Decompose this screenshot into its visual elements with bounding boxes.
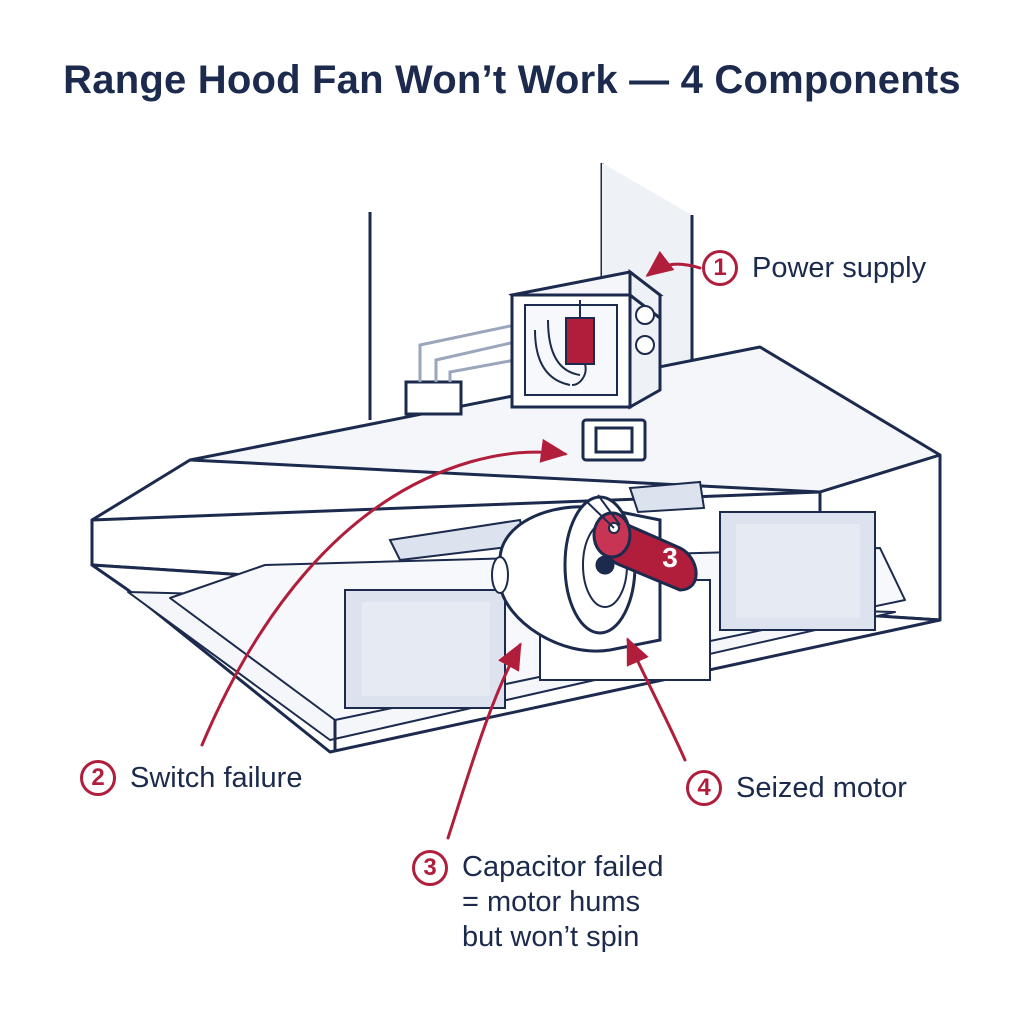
callout-label: Seized motor (736, 772, 907, 804)
arrow-capacitor (446, 642, 522, 840)
capacitor-tag: 3 (662, 542, 678, 573)
callout-arrows (200, 250, 702, 840)
callout-switch-failure: 2 Switch failure (80, 760, 302, 796)
callout-number-badge: 1 (702, 250, 738, 286)
callout-number-badge: 3 (412, 850, 448, 886)
arrow-motor (626, 637, 687, 762)
capacitor: 3 (584, 494, 698, 592)
rocker-switch (581, 418, 647, 462)
callout-capacitor-failed: 3 Capacitor failed = motor hums but won’… (412, 850, 664, 955)
arrow-power-supply (645, 250, 702, 277)
callout-label: Power supply (752, 252, 927, 284)
callout-label-line: but won’t spin (462, 921, 640, 953)
callout-label: Capacitor failed = motor hums but won’t … (462, 850, 664, 955)
page-title: Range Hood Fan Won’t Work — 4 Components (63, 58, 961, 102)
blower-motor (491, 495, 711, 681)
arrow-switch (200, 438, 568, 747)
callout-label-line: Capacitor failed (462, 851, 664, 883)
callout-number-badge: 2 (80, 760, 116, 796)
callout-label: Switch failure (130, 762, 303, 794)
callout-number-badge: 4 (686, 770, 722, 806)
callout-seized-motor: 4 Seized motor (686, 770, 907, 806)
junction-box (404, 268, 664, 416)
callout-power-supply: 1 Power supply (702, 250, 926, 286)
callout-label-line: = motor hums (462, 886, 641, 918)
